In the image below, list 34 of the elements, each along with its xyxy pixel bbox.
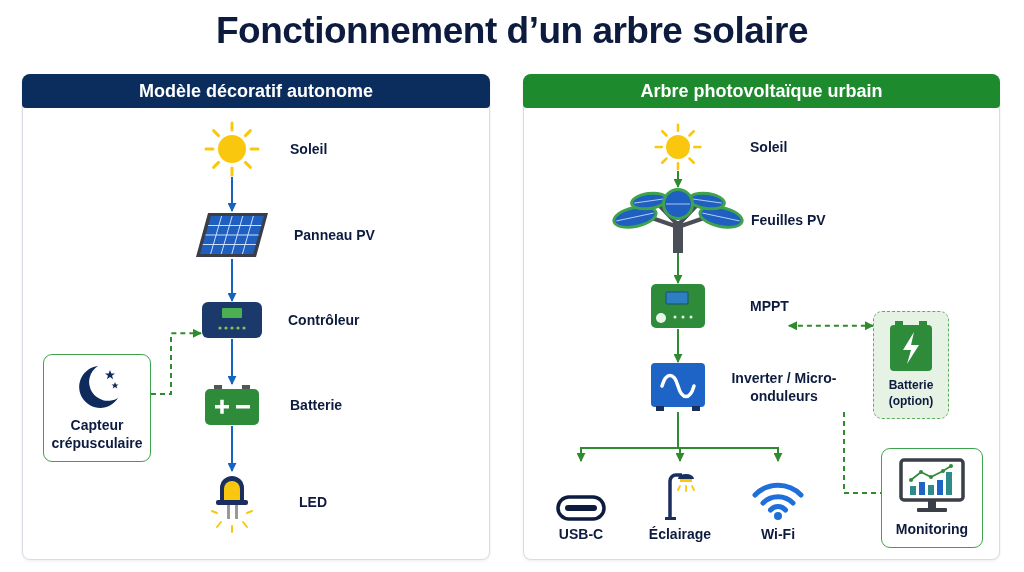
arrow xyxy=(227,258,237,302)
diagram-title: Fonctionnement d’un arbre solaire xyxy=(216,10,808,52)
node-label: MPPT xyxy=(750,296,789,316)
node-label: Wi-Fi xyxy=(760,525,796,544)
device-card xyxy=(881,448,983,548)
arrow xyxy=(150,328,202,395)
node-label: Soleil xyxy=(750,137,788,157)
arrow xyxy=(677,411,783,462)
device-card xyxy=(873,311,949,419)
node-label: Panneau PV xyxy=(294,225,375,245)
connector-line xyxy=(843,411,882,494)
node-label: Monitoring xyxy=(895,519,969,539)
device-card xyxy=(43,354,151,462)
arrow xyxy=(227,425,237,472)
node-label: USB-C xyxy=(558,525,604,544)
node-label: Contrôleur xyxy=(288,310,360,330)
arrow xyxy=(673,328,683,363)
node-label: Soleil xyxy=(290,139,328,159)
node-label: Éclairage xyxy=(648,525,712,544)
node-label: Feuilles PV xyxy=(751,210,826,230)
panel-header: Arbre photovoltaïque urbain xyxy=(523,74,1000,108)
arrow xyxy=(787,321,874,331)
panel xyxy=(22,74,490,560)
panel xyxy=(523,74,1000,560)
arrow xyxy=(673,170,683,188)
node-label: Batterie (option) xyxy=(887,378,935,410)
node-label: Capteur crépusculaire xyxy=(50,415,144,453)
arrow xyxy=(673,252,683,284)
arrow xyxy=(227,338,237,385)
arrow xyxy=(227,176,237,212)
node-label: Inverter / Micro-onduleurs xyxy=(730,368,838,406)
node-label: Batterie xyxy=(290,395,343,415)
node-label: LED xyxy=(299,492,327,512)
panel-header: Modèle décoratif autonome xyxy=(22,74,490,108)
